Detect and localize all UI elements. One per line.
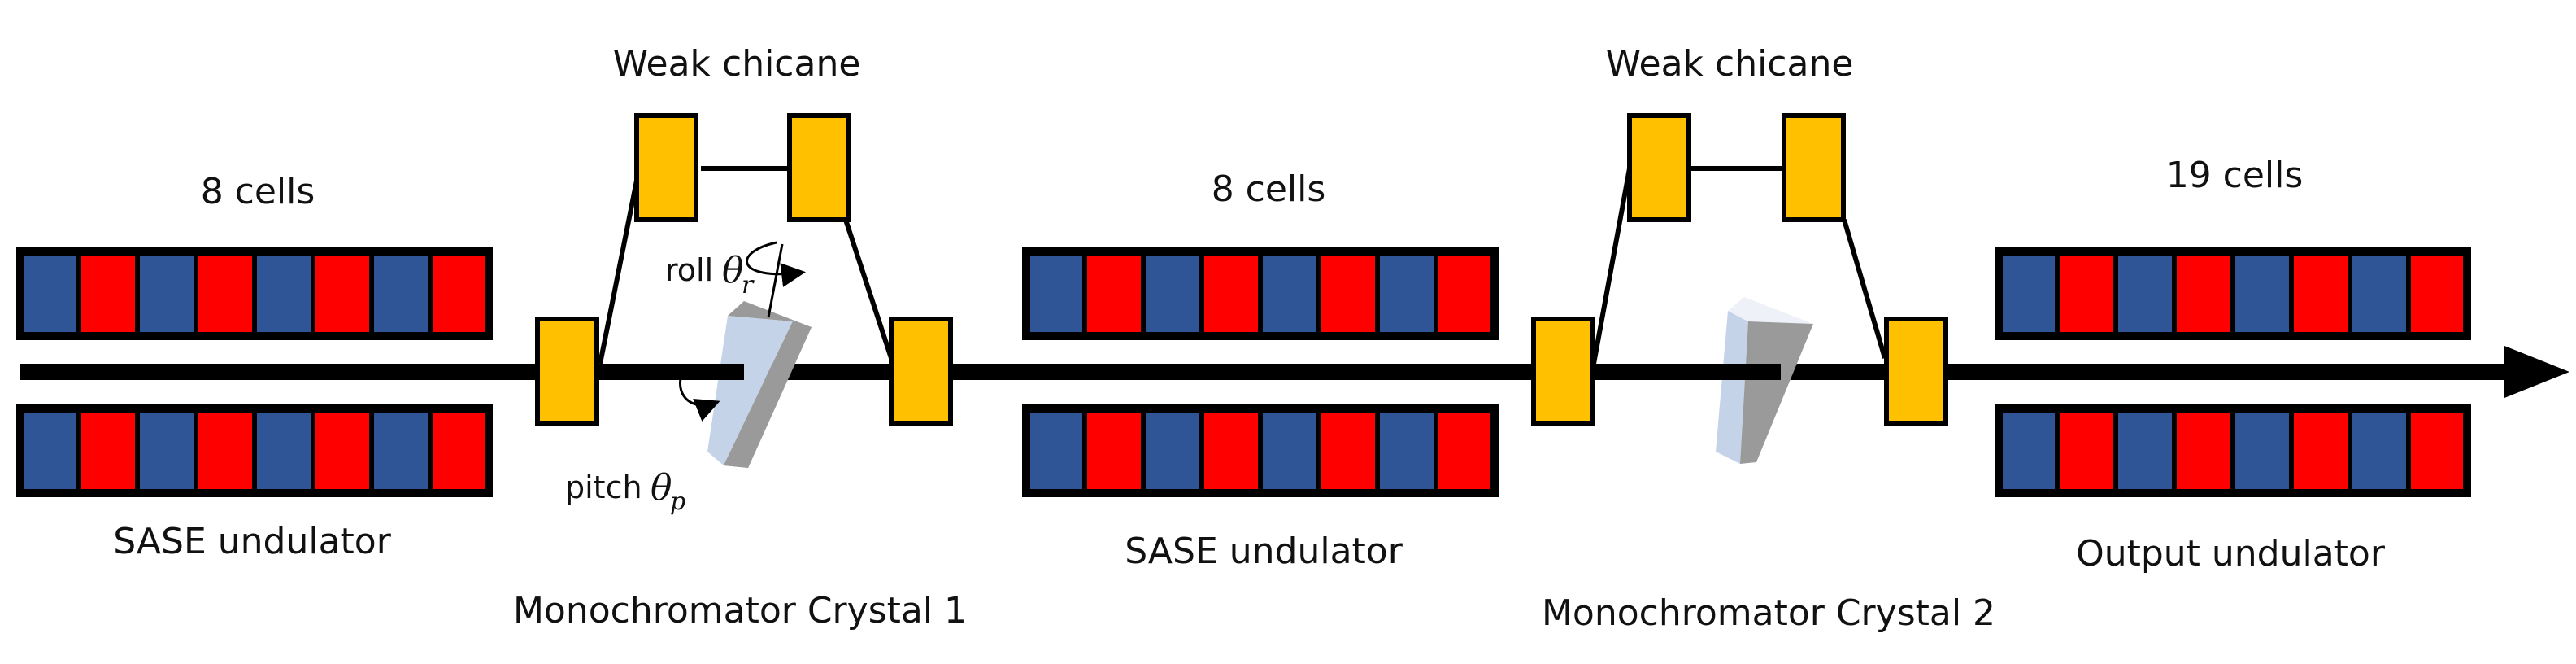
undulator-1: 8 cells SASE undulator: [16, 171, 493, 562]
undulator-cell-blue: [2348, 406, 2411, 496]
undulator-cell-red: [428, 249, 491, 339]
crystal-label: Monochromator Crystal 1: [513, 590, 967, 631]
undulator-cell-red: [2055, 406, 2118, 496]
undulator-cell-red: [1082, 406, 1146, 496]
undulator-top-row: [1022, 247, 1499, 340]
undulator-cell-blue: [1996, 406, 2060, 496]
chicane-magnet: [1884, 317, 1948, 426]
undulator-cell-red: [2055, 249, 2118, 339]
undulator-cell-blue: [1375, 406, 1438, 496]
undulator-cell-red: [1316, 249, 1380, 339]
chicane-magnet: [1627, 113, 1691, 222]
undulator-frame: [1022, 247, 1499, 340]
chicane-magnet: [889, 317, 953, 426]
undulator-cells-label: 8 cells: [201, 171, 315, 212]
undulator-cell-blue: [135, 406, 198, 496]
undulator-cell-red: [194, 406, 257, 496]
svg-text:θ: θ: [651, 467, 672, 509]
undulator-cell-blue: [2348, 249, 2411, 339]
chicane-magnet: [634, 113, 698, 222]
undulator-cell-blue: [2230, 406, 2294, 496]
undulator-cell-red: [2172, 249, 2235, 339]
undulator-cell-blue: [2230, 249, 2294, 339]
chicane-1: Weak chicane roll θ r pitch θ p Monochro…: [513, 43, 967, 631]
svg-text:roll: roll: [665, 252, 713, 288]
undulator-cell-red: [1316, 406, 1380, 496]
chicane-title: Weak chicane: [613, 43, 861, 85]
crystal-label: Monochromator Crystal 2: [1542, 592, 1995, 634]
undulator-cell-red: [1434, 406, 1497, 496]
undulator-cells-label: 19 cells: [2166, 155, 2304, 196]
undulator-cell-red: [1199, 406, 1263, 496]
undulator-frame: [1995, 247, 2471, 340]
undulator-cell-blue: [1996, 249, 2060, 339]
undulator-cell-blue: [1141, 406, 1204, 496]
svg-text:pitch: pitch: [565, 470, 642, 505]
chicane-2: Weak chicane Monochromator Crystal 2: [1531, 43, 1995, 634]
undulator-cell-blue: [18, 406, 81, 496]
undulator-cell-blue: [18, 249, 81, 339]
roll-annotation: roll θ r: [665, 241, 806, 318]
undulator-cells-label: 8 cells: [1212, 168, 1326, 210]
chicane-magnet: [1782, 113, 1846, 222]
undulator-cell-red: [2406, 406, 2469, 496]
chicane-title: Weak chicane: [1606, 43, 1854, 85]
undulator-cell-blue: [252, 406, 315, 496]
undulator-cell-blue: [2113, 249, 2177, 339]
undulator-cell-red: [76, 249, 140, 339]
undulator-cell-blue: [2113, 406, 2177, 496]
svg-text:θ: θ: [722, 250, 744, 291]
undulator-cell-red: [311, 249, 374, 339]
crystal-icon: [1716, 297, 1813, 464]
undulator-name-label: SASE undulator: [1125, 531, 1403, 572]
undulator-cell-blue: [1024, 249, 1087, 339]
chicane-magnet: [787, 113, 851, 222]
undulator-cell-red: [2289, 249, 2352, 339]
chicane-magnet: [535, 317, 599, 426]
undulator-frame: [16, 404, 493, 497]
undulator-cell-blue: [1375, 249, 1438, 339]
undulator-frame: [1995, 404, 2471, 497]
pitch-annotation: pitch θ p: [565, 374, 720, 516]
chicane-magnet: [1531, 317, 1595, 426]
undulator-frame: [16, 247, 493, 340]
undulator-bottom-row: [1022, 404, 1499, 497]
undulator-2: 8 cells SASE undulator: [1022, 168, 1499, 572]
undulator-cell-blue: [1258, 406, 1321, 496]
undulator-3: 19 cells Output undulator: [1995, 155, 2471, 574]
undulator-top-row: [16, 247, 493, 340]
undulator-cell-blue: [1258, 249, 1321, 339]
undulator-name-label: SASE undulator: [113, 521, 392, 562]
undulator-cell-blue: [1141, 249, 1204, 339]
electron-beam-line: [20, 346, 2569, 398]
undulator-cell-red: [1434, 249, 1497, 339]
undulator-cell-red: [311, 406, 374, 496]
undulator-cell-red: [2406, 249, 2469, 339]
undulator-cell-red: [428, 406, 491, 496]
undulator-cell-red: [2172, 406, 2235, 496]
undulator-cell-red: [194, 249, 257, 339]
undulator-cell-red: [1199, 249, 1263, 339]
roll-rotation-icon: [746, 241, 806, 287]
undulator-cell-blue: [369, 406, 433, 496]
undulator-bottom-row: [16, 404, 493, 497]
undulator-frame: [1022, 404, 1499, 497]
pitch-rotation-icon: [679, 374, 720, 422]
undulator-cell-blue: [1024, 406, 1087, 496]
svg-text:r: r: [742, 271, 755, 299]
undulator-cell-red: [76, 406, 140, 496]
undulator-top-row: [1995, 247, 2471, 340]
undulator-cell-blue: [135, 249, 198, 339]
undulator-name-label: Output undulator: [2076, 533, 2386, 574]
undulator-cell-red: [2289, 406, 2352, 496]
svg-text:p: p: [670, 487, 685, 516]
undulator-cell-red: [1082, 249, 1146, 339]
undulator-cell-blue: [252, 249, 315, 339]
undulator-bottom-row: [1995, 404, 2471, 497]
undulator-cell-blue: [369, 249, 433, 339]
crystal-icon: [707, 301, 812, 468]
beam-arrow-icon: [2504, 346, 2569, 398]
